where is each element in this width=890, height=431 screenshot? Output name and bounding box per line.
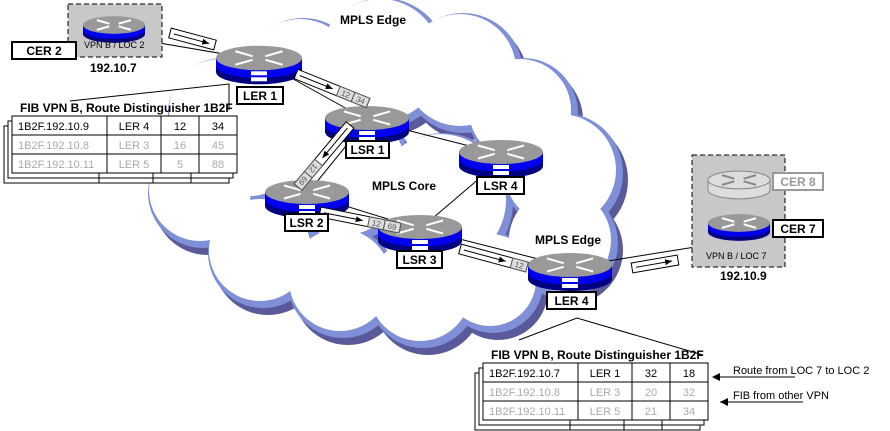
fib-table-ler1: FIB VPN B, Route Distinguisher 1B2F 1B2F.… [3, 101, 238, 184]
flow-cer2-ler1 [168, 27, 217, 51]
fib-cell: 1B2F.192.10.8 [489, 387, 560, 399]
site-loc2-address: 192.10.7 [90, 61, 137, 75]
fib-cell: LER 5 [119, 159, 150, 171]
fib-row: 1B2F.192.10.9 LER 4 12 34 [18, 121, 224, 133]
cer7-label[interactable]: CER 7 [772, 219, 824, 238]
lsr2-label-text: LSR 2 [289, 216, 323, 230]
site-loc7-label: VPN B / LOC 7 [706, 251, 767, 261]
cer8-label-text: CER 8 [780, 175, 816, 189]
fib-cell: LER 4 [119, 121, 150, 133]
callout-ler1 [69, 83, 230, 110]
ler1-label[interactable]: LER 1 [236, 86, 284, 105]
fib-cell: LER 3 [590, 387, 621, 399]
annotation-other-vpn: FIB from other VPN [733, 390, 829, 402]
flow-lsr2-lsr3: 12 69 [318, 206, 402, 234]
annotation-route: Route from LOC 7 to LOC 2 [733, 365, 869, 377]
fib-cell: LER 3 [119, 140, 150, 152]
fib-cell: 34 [212, 121, 224, 133]
fib-cell: LER 1 [590, 368, 621, 380]
fib-cell: 32 [645, 368, 657, 380]
fib-cell: 45 [212, 140, 224, 152]
lsr2-router-icon [265, 180, 349, 218]
fib-row: 1B2F.192.10.8 LER 3 20 32 [489, 387, 695, 399]
site-loc7-address: 192.10.9 [720, 269, 767, 283]
lsr2-label[interactable]: LSR 2 [284, 213, 329, 232]
lsr3-label-text: LSR 3 [402, 253, 436, 267]
region-mpls-edge-top: MPLS Edge [340, 13, 406, 27]
fib-cell: 32 [683, 387, 695, 399]
region-mpls-core: MPLS Core [372, 179, 436, 193]
cer2-router-icon [83, 16, 145, 43]
lsr1-label[interactable]: LSR 1 [345, 140, 390, 159]
lsr3-label[interactable]: LSR 3 [396, 250, 443, 269]
fib-cell: 1B2F.192.10.9 [18, 121, 89, 133]
cer7-router-icon [708, 214, 770, 241]
cer8-router-icon [707, 170, 771, 200]
label-tag: 69 [387, 222, 398, 233]
fib-cell: 20 [645, 387, 657, 399]
lsr4-label[interactable]: LSR 4 [476, 176, 525, 195]
ler1-label-text: LER 1 [243, 89, 277, 103]
fib-cell: 1B2F.192.10.11 [18, 159, 94, 171]
ler4-label[interactable]: LER 4 [546, 291, 597, 310]
fib-cell: 18 [683, 368, 695, 380]
fib-cell: 1B2F.192.10.8 [18, 140, 89, 152]
fib-row: 1B2F.192.10.11 LER 5 21 34 [489, 406, 695, 418]
cer2-label-text: CER 2 [26, 44, 62, 58]
fib-cell: 1B2F.192.10.11 [489, 406, 565, 418]
region-mpls-edge-right: MPLS Edge [535, 233, 601, 247]
cloud-body [289, 229, 391, 331]
ler1-router-icon [216, 45, 302, 85]
fib-cell: 21 [645, 406, 657, 418]
fib-row: 1B2F.192.10.8 LER 3 16 45 [18, 140, 224, 152]
fib-title: FIB VPN B, Route Distinguisher 1B2F [491, 348, 704, 362]
label-tag: 12 [514, 260, 525, 271]
fib-row: 1B2F.192.10.11 LER 5 5 88 [18, 159, 224, 171]
fib-cell: 88 [212, 159, 224, 171]
callout-ler4 [518, 317, 704, 356]
fib-cell: LER 5 [590, 406, 621, 418]
fib-table-ler4: FIB VPN B, Route Distinguisher 1B2F 1B2F.… [474, 348, 709, 431]
cer8-label[interactable]: CER 8 [772, 172, 824, 191]
fib-cell: 5 [177, 159, 183, 171]
ler4-label-text: LER 4 [554, 294, 588, 308]
label-tag: 34 [355, 95, 367, 107]
fib-cell: 12 [174, 121, 186, 133]
flow-lsr3-ler4: 12 [458, 243, 529, 273]
site-loc2-label: VPN B / LOC 2 [84, 40, 145, 50]
label-tag: 12 [371, 218, 382, 229]
cer7-label-text: CER 7 [780, 222, 816, 236]
ler4-router-icon [528, 253, 612, 291]
fib-cell: 34 [683, 406, 695, 418]
fib-cell: 16 [174, 140, 186, 152]
lsr4-label-text: LSR 4 [483, 179, 517, 193]
label-tag: 12 [340, 89, 352, 101]
lsr4-router-icon [459, 140, 543, 178]
flow-ler4-cer7 [630, 254, 680, 274]
fib-cell: 1B2F.192.10.7 [489, 368, 560, 380]
cer2-label[interactable]: CER 2 [11, 41, 77, 60]
fib-row: 1B2F.192.10.7 LER 1 32 18 [489, 368, 695, 380]
lsr1-label-text: LSR 1 [350, 143, 384, 157]
fib-title: FIB VPN B, Route Distinguisher 1B2F [20, 101, 233, 115]
